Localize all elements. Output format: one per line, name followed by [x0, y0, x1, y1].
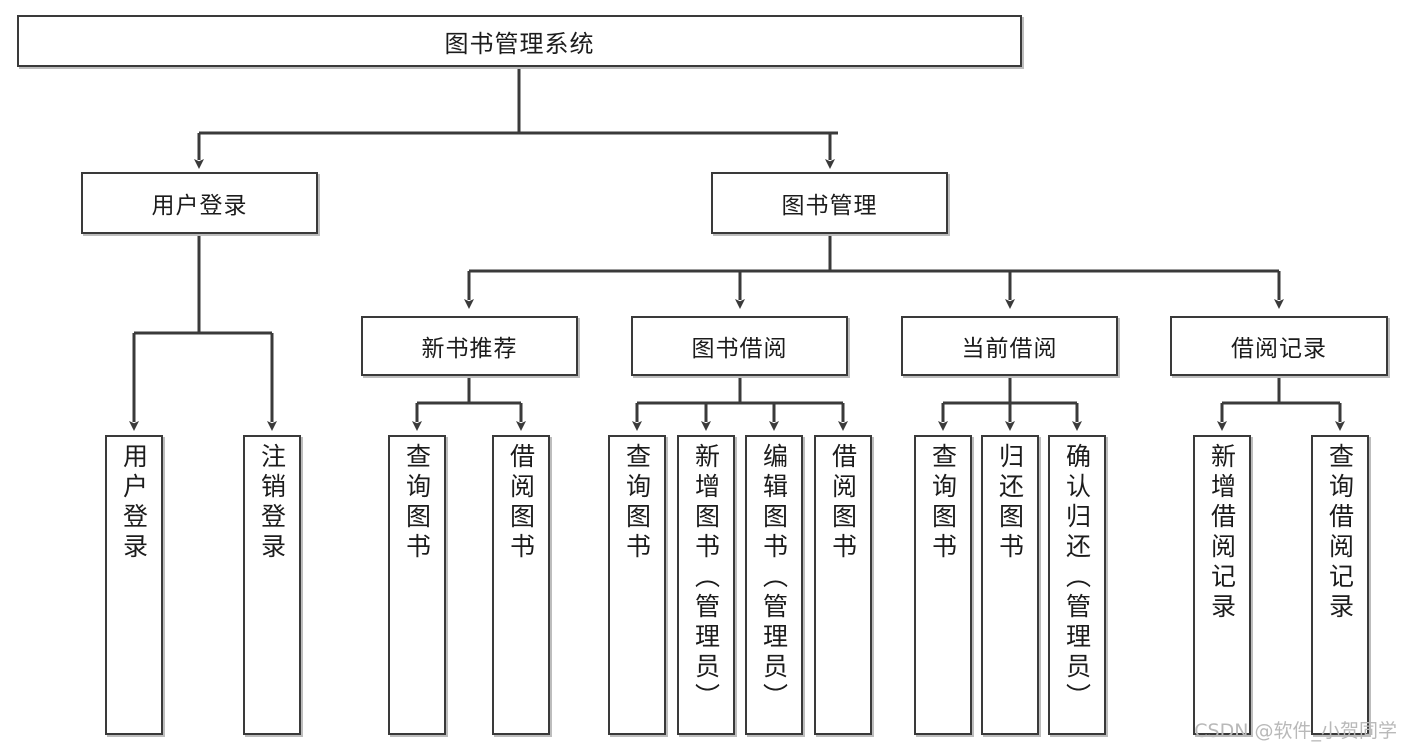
- leaf-record-add-record[interactable]: 新增借阅记录: [1193, 435, 1251, 735]
- node-user-login[interactable]: 用户登录: [81, 172, 318, 234]
- node-root-library-system[interactable]: 图书管理系统: [17, 15, 1022, 67]
- node-label: 查询借阅记录: [1325, 443, 1355, 623]
- node-new-book-recommend[interactable]: 新书推荐: [361, 316, 578, 376]
- leaf-user-login-signin[interactable]: 用户登录: [105, 435, 163, 735]
- leaf-current-query-book[interactable]: 查询图书: [914, 435, 972, 735]
- node-label: 图书借阅: [691, 336, 788, 362]
- node-label: 借阅记录: [1231, 336, 1327, 362]
- leaf-borrow-add-book-admin[interactable]: 新增图书（管理员）: [677, 435, 735, 735]
- node-current-borrow[interactable]: 当前借阅: [901, 316, 1118, 376]
- node-label: 查询图书: [928, 443, 958, 563]
- node-book-management[interactable]: 图书管理: [711, 172, 948, 234]
- leaf-record-query-record[interactable]: 查询借阅记录: [1311, 435, 1369, 735]
- node-book-borrow[interactable]: 图书借阅: [631, 316, 848, 376]
- leaf-user-login-signout[interactable]: 注销登录: [243, 435, 301, 735]
- leaf-borrow-edit-book-admin[interactable]: 编辑图书（管理员）: [745, 435, 803, 735]
- node-label: 图书管理: [781, 193, 878, 219]
- node-label: 借阅图书: [506, 443, 536, 563]
- node-label: 编辑图书（管理员）: [759, 443, 789, 713]
- leaf-recommend-query-book[interactable]: 查询图书: [388, 435, 446, 735]
- node-label: 新增借阅记录: [1207, 443, 1237, 623]
- node-label: 借阅图书: [828, 443, 858, 563]
- node-label: 用户登录: [151, 193, 248, 219]
- node-label: 当前借阅: [961, 336, 1058, 362]
- leaf-borrow-query-book[interactable]: 查询图书: [608, 435, 666, 735]
- leaf-recommend-borrow-book[interactable]: 借阅图书: [492, 435, 550, 735]
- node-label: 归还图书: [995, 443, 1025, 563]
- node-label: 用户登录: [119, 443, 149, 563]
- node-label: 注销登录: [257, 443, 287, 563]
- node-label: 新书推荐: [421, 336, 518, 362]
- node-label: 新增图书（管理员）: [691, 443, 721, 713]
- leaf-current-confirm-return-admin[interactable]: 确认归还（管理员）: [1048, 435, 1106, 735]
- node-label: 查询图书: [402, 443, 432, 563]
- node-label: 查询图书: [622, 443, 652, 563]
- node-borrow-record[interactable]: 借阅记录: [1170, 316, 1388, 376]
- node-label: 图书管理系统: [444, 29, 595, 58]
- leaf-current-return-book[interactable]: 归还图书: [981, 435, 1039, 735]
- node-label: 确认归还（管理员）: [1062, 443, 1092, 713]
- leaf-borrow-borrow-book[interactable]: 借阅图书: [814, 435, 872, 735]
